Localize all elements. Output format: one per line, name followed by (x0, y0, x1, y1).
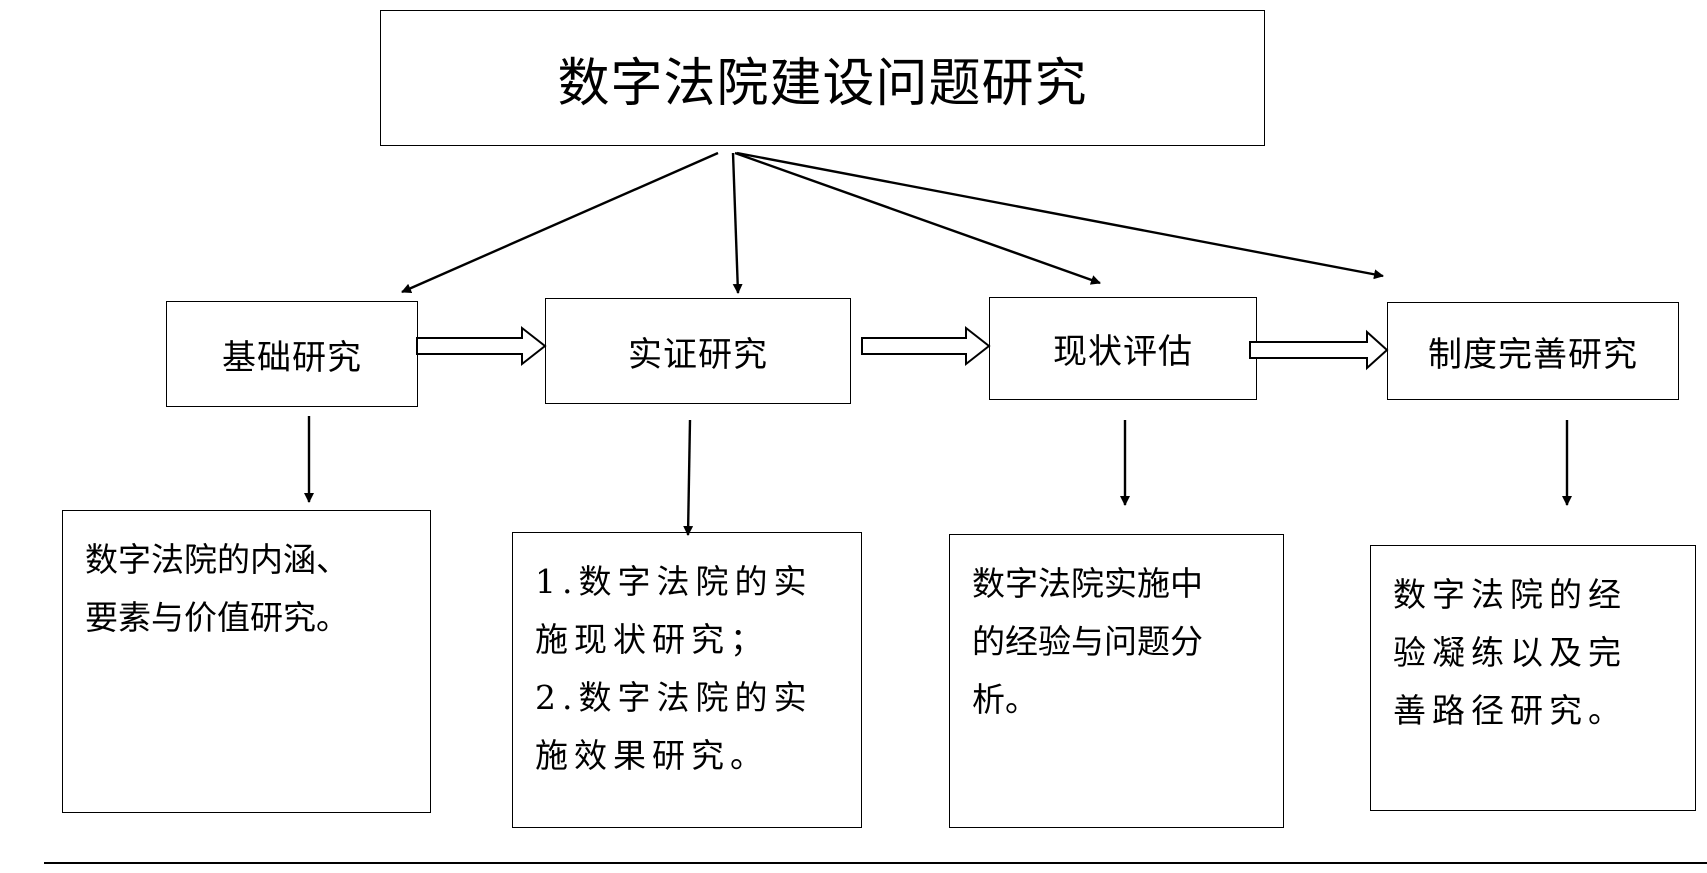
detail-line: 要素与价值研究。 (85, 598, 349, 637)
arrow-title-to-foundation (401, 151, 719, 294)
block-arrow-assessment-to-improvement (1249, 329, 1389, 371)
detail-box-improvement: 数字法院的经 验凝练以及完 善路径研究。 (1370, 545, 1696, 811)
stage-label-improvement: 制度完善研究 (1428, 334, 1638, 375)
detail-line: 数字法院实施中 (972, 564, 1203, 603)
stage-box-assessment: 现状评估 (989, 297, 1257, 400)
arrow-title-to-improvement (736, 151, 1384, 280)
bottom-divider (44, 862, 1707, 864)
stage-label-empirical: 实证研究 (628, 334, 768, 375)
detail-line: 善路径研究。 (1393, 691, 1627, 730)
stage-label-foundation: 基础研究 (222, 337, 362, 378)
detail-line: 1.数字法院的实 (535, 562, 813, 601)
detail-line: 2.数字法院的实 (535, 678, 813, 717)
arrow-down-empirical (683, 419, 694, 536)
detail-line: 数字法院的内涵、 (85, 540, 349, 579)
arrow-title-to-empirical (731, 152, 743, 294)
detail-line: 数字法院的经 (1393, 575, 1627, 614)
diagram-title: 数字法院建设问题研究 (557, 53, 1088, 114)
stage-box-improvement: 制度完善研究 (1387, 302, 1679, 400)
stage-box-empirical: 实证研究 (545, 298, 851, 404)
detail-line: 的经验与问题分 (972, 622, 1203, 661)
arrow-title-to-assessment (734, 151, 1101, 285)
detail-line: 施效果研究。 (535, 736, 769, 775)
detail-box-foundation: 数字法院的内涵、 要素与价值研究。 (62, 510, 431, 813)
stage-box-foundation: 基础研究 (166, 301, 418, 407)
detail-line: 验凝练以及完 (1393, 633, 1627, 672)
detail-box-empirical: 1.数字法院的实 施现状研究； 2.数字法院的实 施效果研究。 (512, 532, 862, 828)
title-box: 数字法院建设问题研究 (380, 10, 1265, 146)
detail-box-assessment: 数字法院实施中 的经验与问题分 析。 (949, 534, 1284, 828)
detail-line: 施现状研究； (535, 620, 769, 659)
stage-label-assessment: 现状评估 (1053, 332, 1193, 372)
block-arrow-empirical-to-assessment (861, 325, 991, 367)
block-arrow-foundation-to-empirical (416, 325, 547, 367)
detail-line: 析。 (972, 680, 1038, 719)
